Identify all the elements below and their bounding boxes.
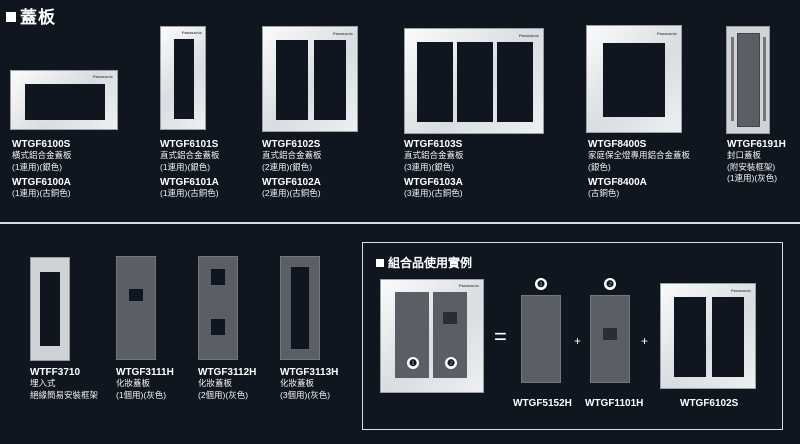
bottom-caption-1: WTFF3710 埋入式 絕緣簡易安裝框架 [30, 367, 99, 400]
switch-module-image [521, 295, 561, 383]
plate-caption-1: WTGF6100S 橫式鋁合金蓋板 (1連用)(銀色) WTGF6100A (1… [12, 139, 72, 198]
marker-1-icon: ❶ [407, 357, 419, 369]
plate-caption-6: WTGF6191H 封口蓋板 (附安裝框架) (1連用)(灰色) [727, 139, 786, 183]
plate-image-wtgf6100s: Panasonic [10, 70, 118, 130]
marker-1-icon: ❶ [535, 278, 547, 290]
product-code: WTGF3113H [280, 367, 339, 378]
plate-image-wtgf6102s: Panasonic [262, 26, 358, 132]
outlet-module-image [590, 295, 630, 383]
product-code: WTGF8400A [588, 177, 647, 188]
plate-image-wtgf6103s: Panasonic [404, 28, 544, 134]
plate-image-wtgf6102s: Panasonic [660, 283, 756, 389]
example-label-2: WTGF1101H [585, 398, 644, 409]
marker-2-icon: ❷ [604, 278, 616, 290]
plate-image-wtgf6191h [726, 26, 770, 134]
product-code: WTGF6103A [404, 177, 463, 188]
product-code: WTGF6102A [262, 177, 321, 188]
square-bullet-icon [376, 259, 384, 267]
product-code: WTGF6100S [12, 139, 71, 150]
product-code: WTFF3710 [30, 367, 81, 378]
product-code: WTGF6101S [160, 139, 219, 150]
plate-image-wtgf3113h [280, 256, 320, 360]
bottom-caption-3: WTGF3112H 化妝蓋板 (2個用)(灰色) [198, 367, 257, 400]
bottom-caption-2: WTGF3111H 化妝蓋板 (1個用)(灰色) [116, 367, 174, 400]
examples-title: 組合品使用實例 [376, 254, 472, 271]
bottom-caption-4: WTGF3113H 化妝蓋板 (3個用)(灰色) [280, 367, 339, 400]
example-label-3: WTGF6102S [680, 398, 739, 409]
plate-caption-4: WTGF6103S 直式鋁合金蓋板 (3連用)(銀色) WTGF6103A (3… [404, 139, 464, 198]
assembled-plate-image: Panasonic ❶ ❷ [380, 279, 484, 393]
combination-examples-box [362, 242, 783, 430]
product-code: WTGF3112H [198, 367, 257, 378]
product-code: WTGF6103S [404, 139, 463, 150]
plate-image-wtgf3111h [116, 256, 156, 360]
product-code: WTGF6100A [12, 177, 71, 188]
product-code: WTGF3111H [116, 367, 174, 378]
plate-image-wtgf3112h [198, 256, 238, 360]
product-code: WTGF8400S [588, 139, 647, 150]
product-code: WTGF6191H [727, 139, 786, 150]
plus-icon: + [574, 334, 582, 348]
plate-caption-3: WTGF6102S 直式鋁合金蓋板 (2連用)(銀色) WTGF6102A (2… [262, 139, 322, 198]
equals-icon: = [494, 324, 507, 349]
marker-2-icon: ❷ [445, 357, 457, 369]
plate-caption-5: WTGF8400S 家庭保全燈專用鋁合金蓋板 (銀色) WTGF8400A (古… [588, 139, 691, 198]
section-divider [0, 222, 800, 224]
square-bullet-icon [6, 12, 16, 22]
plate-caption-2: WTGF6101S 直式鋁合金蓋板 (1連用)(銀色) WTGF6101A (1… [160, 139, 220, 198]
plate-image-wtgf8400s: Panasonic [586, 25, 682, 133]
product-code: WTGF6102S [262, 139, 321, 150]
section-title: 蓋板 [6, 3, 56, 28]
mounting-frame-image [30, 257, 70, 361]
plus-icon: + [641, 334, 649, 348]
example-label-1: WTGF5152H [513, 398, 572, 409]
product-code: WTGF6101A [160, 177, 219, 188]
plate-image-wtgf6101s: Panasonic [160, 26, 206, 130]
